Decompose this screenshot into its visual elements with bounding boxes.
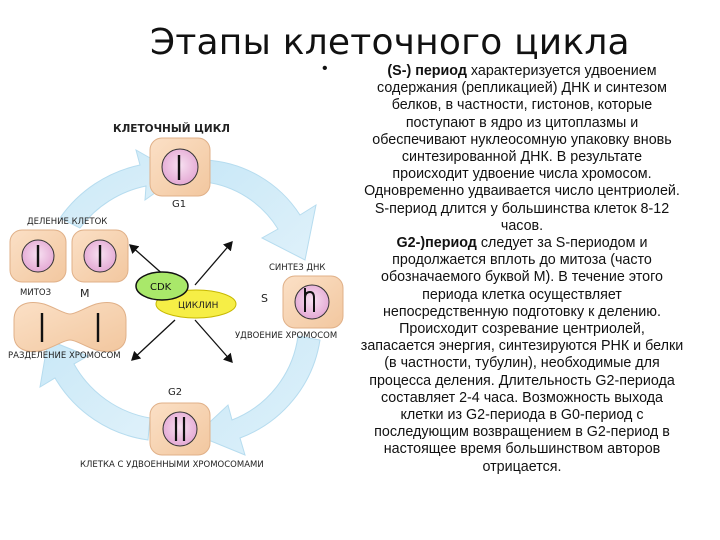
text-line: Одновременно удваивается число центриоле… (364, 183, 680, 200)
g1-cell (149, 137, 211, 197)
s-label: S (261, 292, 268, 305)
doubled-cell-label: КЛЕТКА С УДВОЕННЫМИ ХРОМОСОМАМИ (80, 460, 264, 470)
mitosis-cell-right (71, 229, 129, 283)
text-line: обозначаемого буквой М). В течение этого (381, 269, 663, 286)
cell-cycle-heading: КЛЕТОЧНЫЙ ЦИКЛ (113, 122, 230, 135)
page-title: Этапы клеточного цикла (150, 22, 630, 63)
cell-division-label: ДЕЛЕНИЕ КЛЕТОК (27, 217, 107, 227)
g2-cell (149, 402, 211, 456)
s-phase-cell (282, 275, 344, 329)
text-line: последующим возвращением в G2-период в (374, 424, 670, 441)
cyclin-label: ЦИКЛИН (178, 301, 218, 311)
text-line: составляет 2-4 часа. Возможность выхода (381, 389, 663, 406)
chromosome-separation-label: РАЗДЕЛЕНИЕ ХРОМОСОМ (8, 351, 121, 361)
text-line: поступают в ядро из цитоплазмы и (405, 114, 639, 131)
text-line: продолжается вплоть до митоза (часто (392, 252, 652, 269)
text-line: (в частности, тубулин), необходимые для (384, 355, 660, 372)
mitosis-label: МИТОЗ (20, 288, 51, 298)
text-line: G2-)период следует за S-периодом и (337, 235, 707, 252)
g2-period-term: G2-)период (396, 235, 477, 252)
text-line: (S-) период характеризуется удвоением (337, 63, 707, 80)
text-line: обеспечивают нуклеосомную упаковку вновь (372, 131, 672, 148)
arrow-s-to-g2-icon (195, 335, 321, 456)
text-line: процесса деления. Длительность G2-период… (369, 372, 675, 389)
s-period-term: (S-) период (387, 63, 467, 79)
mitosis-cell-left (9, 229, 67, 283)
arrow-g1-to-s-icon (204, 159, 317, 261)
text-line: клетки из G2-периода в G0-период с (400, 407, 644, 424)
text-line: белков, в частности, гистонов, которые (391, 97, 653, 114)
text-fragment: характеризуется удвоением (466, 63, 657, 79)
bullet-marker: • (322, 60, 328, 77)
cdk-label: CDK (150, 282, 172, 293)
text-line: Происходит созревание центриолей, (399, 321, 645, 338)
dna-synthesis-label: СИНТЕЗ ДНК (269, 263, 325, 273)
cell-cycle-diagram: КЛЕТОЧНЫЙ ЦИКЛ G1 ДЕЛЕНИЕ КЛЕТОК МИТОЗ M… (8, 122, 344, 470)
text-line: происходит удвоение числа хромосом. (392, 166, 652, 183)
text-line: синтезированной ДНК. В результате (401, 149, 643, 166)
chromosome-doubling-label: УДВОЕНИЕ ХРОМОСОМ (235, 331, 337, 341)
dividing-cell (13, 302, 127, 352)
text-line: непосредственную подготовку к делению. (383, 303, 661, 320)
g1-label: G1 (172, 199, 186, 210)
text-line: периода клетка осуществляет (422, 286, 622, 303)
text-line: запасается энергия, синтезируются РНК и … (360, 338, 684, 355)
text-line: отрицается. (482, 458, 562, 475)
text-line: часов. (500, 217, 544, 234)
m-label: M (80, 287, 90, 300)
g2-label: G2 (168, 387, 182, 398)
text-line: настоящее время большинством авторов (383, 441, 661, 458)
text-line: S-период длится у большинства клеток 8-1… (374, 200, 670, 217)
regulator-arrows (129, 241, 233, 363)
text-fragment: следует за S-периодом и (476, 235, 648, 252)
cdk-blob (135, 271, 189, 301)
description-text: (S-) период характеризуется удвоением со… (337, 63, 707, 476)
text-line: содержания (репликацией) ДНК и синтезом (377, 80, 667, 97)
